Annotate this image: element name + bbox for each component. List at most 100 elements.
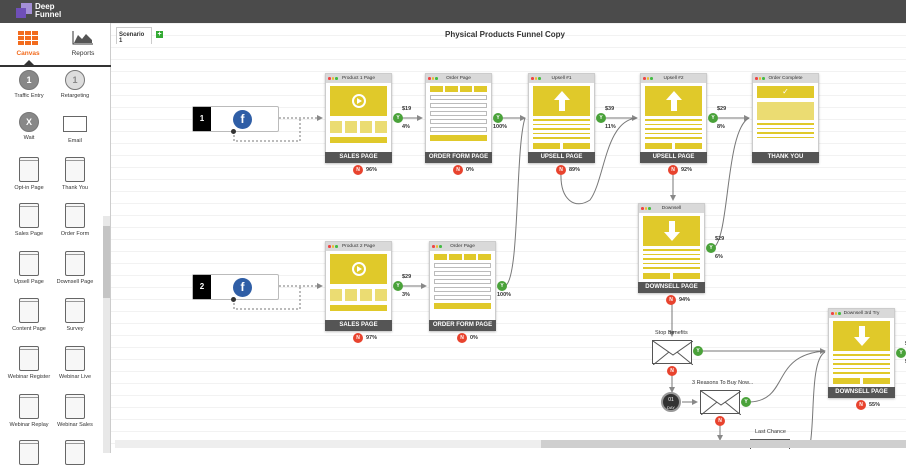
palette-item-webinar-sales[interactable]: Webinar Sales bbox=[51, 394, 99, 428]
palette-item-upsell-page[interactable]: Upsell Page bbox=[5, 251, 53, 285]
canvas-horizontal-scrollbar[interactable] bbox=[115, 440, 906, 448]
add-tab-button[interactable]: + bbox=[156, 31, 163, 38]
no-percentage: 96% bbox=[366, 167, 378, 173]
palette-item-survey[interactable]: Survey bbox=[51, 298, 99, 332]
horizontal-scrollbar-thumb[interactable] bbox=[541, 440, 906, 448]
sidebar-scrollbar[interactable] bbox=[103, 216, 110, 453]
yes-percentage: 100% bbox=[497, 292, 512, 298]
yes-branch-button[interactable]: Y bbox=[596, 113, 606, 123]
palette-item-label: Webinar Sales bbox=[57, 422, 93, 428]
no-branch-button[interactable]: N bbox=[715, 416, 725, 426]
palette-item-email[interactable]: Email bbox=[51, 112, 99, 144]
yes-percentage: 11% bbox=[605, 124, 616, 130]
dot bbox=[831, 312, 834, 315]
sidebar-scrollbar-thumb[interactable] bbox=[103, 226, 110, 298]
no-branch-button[interactable]: N bbox=[856, 400, 866, 410]
logo-mark-icon bbox=[16, 3, 32, 19]
dot bbox=[335, 77, 338, 80]
connector-handle[interactable] bbox=[231, 129, 236, 134]
no-branch-button[interactable]: N bbox=[668, 165, 678, 175]
dot bbox=[335, 245, 338, 248]
palette-item-content-page[interactable]: Content Page bbox=[5, 298, 53, 332]
palette-item-sales-page[interactable]: Sales Page bbox=[5, 203, 53, 237]
arrow-up-icon bbox=[533, 86, 590, 116]
connector bbox=[560, 117, 638, 205]
yes-branch-button[interactable]: Y bbox=[896, 348, 906, 358]
yes-branch-button[interactable]: Y bbox=[393, 281, 403, 291]
dot bbox=[435, 245, 438, 248]
yes-percentage: 8% bbox=[717, 124, 725, 130]
no-branch-button[interactable]: N bbox=[457, 333, 467, 343]
yes-branch-button[interactable]: Y bbox=[741, 397, 751, 407]
tab-canvas-label: Canvas bbox=[16, 50, 40, 57]
node-header: Upsell #1 bbox=[529, 74, 594, 83]
yes-branch-button[interactable]: Y bbox=[393, 113, 403, 123]
traffic-number: 1 bbox=[193, 107, 211, 131]
node-type-label: ORDER FORM PAGE bbox=[425, 152, 492, 163]
no-branch-button[interactable]: N bbox=[667, 366, 677, 376]
no-branch-button[interactable]: N bbox=[666, 295, 676, 305]
tab-reports[interactable]: Reports bbox=[58, 31, 108, 57]
yes-branch-button[interactable]: Y bbox=[706, 243, 716, 253]
tab-scenario-1[interactable]: Scenario 1 bbox=[116, 27, 152, 44]
yes-branch-button[interactable]: Y bbox=[693, 346, 703, 356]
palette-item-webinar-register[interactable]: Webinar Register bbox=[5, 346, 53, 380]
no-branch-button[interactable]: N bbox=[453, 165, 463, 175]
traffic-number: 2 bbox=[193, 275, 211, 299]
check-icon: ✓ bbox=[757, 86, 814, 98]
grid-icon bbox=[18, 31, 38, 45]
dot bbox=[644, 207, 647, 210]
arrow-down-icon bbox=[833, 321, 890, 351]
no-branch-button[interactable]: N bbox=[556, 165, 566, 175]
no-percentage: 89% bbox=[569, 167, 581, 173]
palette-item-downsell-page[interactable]: Downsell Page bbox=[51, 251, 99, 285]
email-node[interactable] bbox=[700, 390, 742, 416]
logo-text-2: Funnel bbox=[35, 10, 62, 19]
palette-item-thank-you[interactable]: Thank You bbox=[51, 157, 99, 191]
palette-item-opt-in-page[interactable]: Opt-in Page bbox=[5, 157, 53, 191]
dot bbox=[432, 245, 435, 248]
funnel-node-thankyou[interactable]: Order Complete✓THANK YOU bbox=[752, 73, 819, 163]
tab-reports-label: Reports bbox=[71, 50, 95, 57]
palette-item-label: Webinar Replay bbox=[9, 422, 49, 428]
connector-handle[interactable] bbox=[231, 297, 236, 302]
window-dots-icon bbox=[831, 312, 841, 315]
palette-item-webinar-live[interactable]: Webinar Live bbox=[51, 346, 99, 380]
palette-item-label: Traffic Entry bbox=[14, 93, 44, 99]
envelope-icon bbox=[652, 340, 694, 366]
node-header: Order Page bbox=[426, 74, 491, 83]
email-label: 3 Reasons To Buy Now... bbox=[692, 380, 754, 386]
yes-branch-button[interactable]: Y bbox=[708, 113, 718, 123]
node-preview bbox=[829, 318, 894, 387]
palette-item-webinar-replay[interactable]: Webinar Replay bbox=[5, 394, 53, 428]
palette-item-label: Survey bbox=[66, 326, 84, 332]
dot bbox=[650, 77, 653, 80]
email-node[interactable] bbox=[652, 340, 694, 366]
palette-item-order-form[interactable]: Order Form bbox=[51, 203, 99, 237]
node-title: Order Page bbox=[450, 244, 475, 249]
yes-branch-button[interactable]: Y bbox=[497, 281, 507, 291]
no-branch-button[interactable]: N bbox=[353, 165, 363, 175]
tab-canvas[interactable]: Canvas bbox=[3, 31, 53, 57]
yes-branch-button[interactable]: Y bbox=[493, 113, 503, 123]
no-branch-button[interactable]: N bbox=[353, 333, 363, 343]
connector bbox=[712, 117, 750, 249]
envelope-icon bbox=[700, 390, 742, 416]
palette-item-label: Sales Page bbox=[14, 231, 44, 237]
palette-item-label: Content Page bbox=[12, 326, 46, 332]
